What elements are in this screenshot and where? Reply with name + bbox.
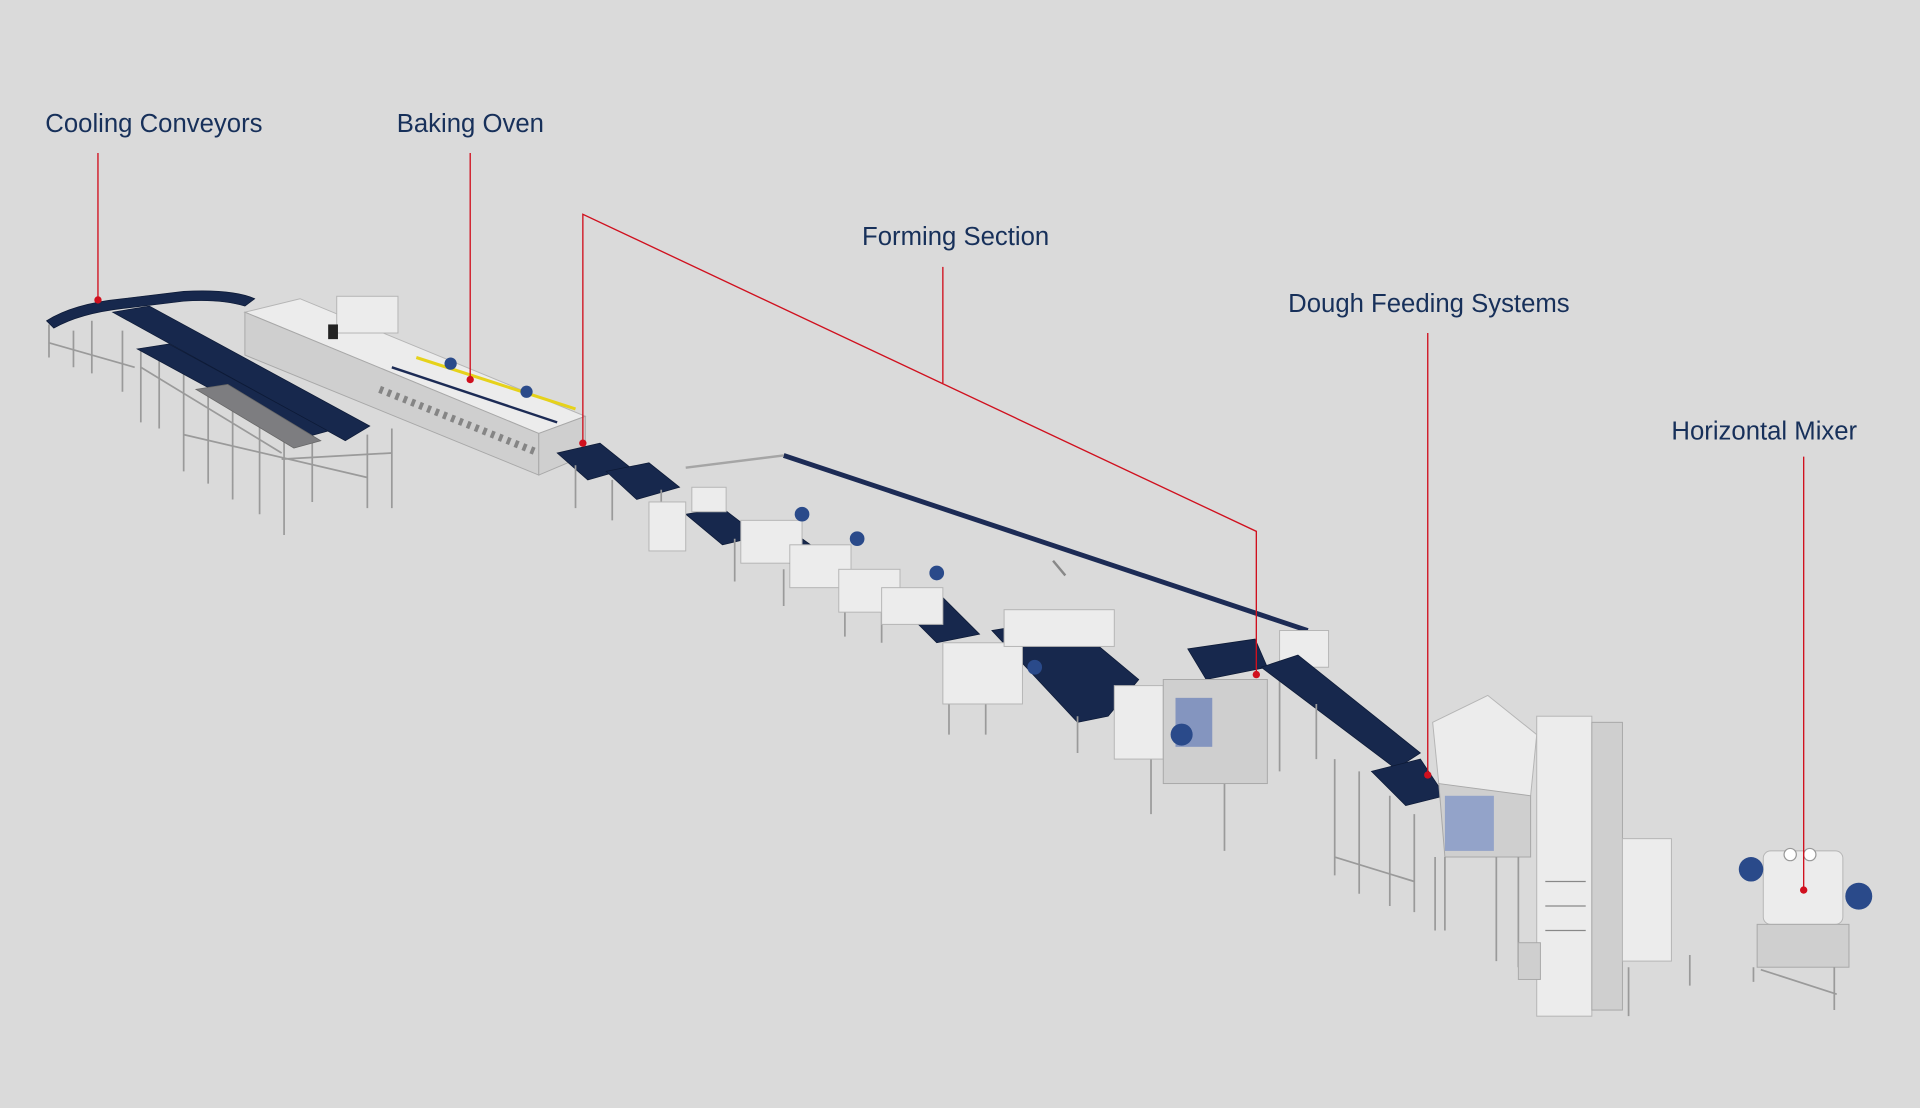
- horizontal-mixer: [1738, 847, 1873, 1011]
- leader-lines: [94, 153, 1808, 894]
- label-horizontal-mixer: Horizontal Mixer: [1671, 418, 1857, 446]
- label-forming-section: Forming Section: [862, 223, 1049, 251]
- marker-dough: [1424, 771, 1432, 779]
- marker-cooling: [94, 296, 102, 304]
- sheeter-units: [648, 486, 1268, 785]
- bowl-elevator: [1517, 715, 1691, 1017]
- marker-oven: [466, 375, 474, 384]
- label-baking-oven: Baking Oven: [397, 110, 544, 138]
- marker-forming-start: [579, 439, 587, 447]
- cooling-conveyors: [45, 290, 393, 536]
- dough-feeding-systems: [1260, 654, 1538, 968]
- marker-forming-end: [1252, 670, 1260, 679]
- forming-section: [556, 442, 1330, 851]
- baking-oven: [243, 295, 587, 476]
- label-cooling-conveyors: Cooling Conveyors: [45, 110, 262, 138]
- label-dough-feeding-systems: Dough Feeding Systems: [1288, 290, 1569, 318]
- marker-mixer: [1800, 886, 1808, 894]
